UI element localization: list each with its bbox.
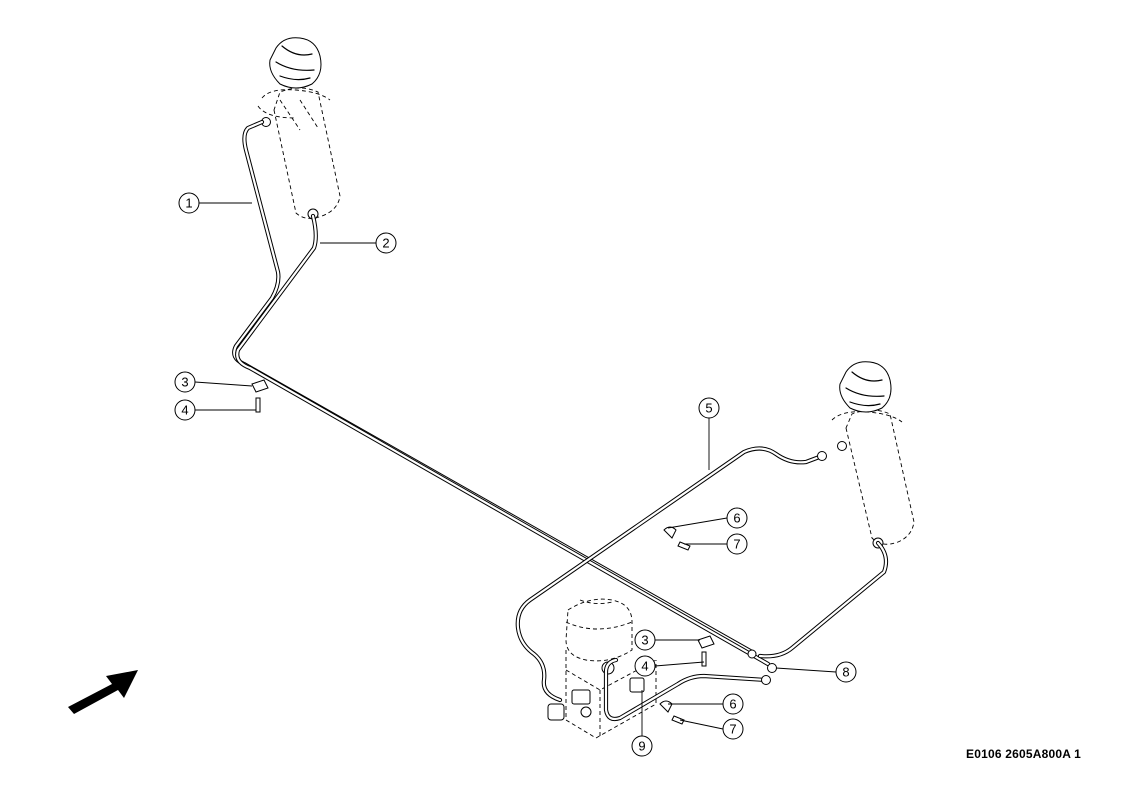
right-air-spring <box>831 361 915 549</box>
leader-lines <box>194 202 837 736</box>
callout-3-lower: 3 <box>634 629 656 651</box>
callout-2: 2 <box>375 232 397 254</box>
callout-label: 6 <box>733 511 740 526</box>
callout-label: 4 <box>641 659 648 674</box>
pipe-1 <box>232 119 755 655</box>
callout-label: 3 <box>641 633 648 648</box>
callout-6-upper: 6 <box>726 507 748 529</box>
forward-arrow-icon <box>68 670 138 714</box>
callout-1: 1 <box>178 192 200 214</box>
callout-label: 5 <box>705 401 712 416</box>
callout-label: 7 <box>729 722 736 737</box>
callout-3-upper: 3 <box>174 371 196 393</box>
fitting <box>817 451 827 461</box>
callout-6-lower: 6 <box>722 693 744 715</box>
pipe-2 <box>235 213 771 667</box>
upper-left-air-spring <box>257 37 341 220</box>
clip-upper <box>251 379 269 413</box>
callout-4-lower: 4 <box>634 655 656 677</box>
callout-label: 2 <box>382 236 389 251</box>
fitting <box>767 663 777 673</box>
callout-label: 7 <box>733 537 740 552</box>
callout-4-upper: 4 <box>174 399 196 421</box>
callout-8: 8 <box>835 661 857 683</box>
fitting <box>747 649 757 659</box>
callout-label: 8 <box>842 665 849 680</box>
callout-label: 4 <box>181 403 188 418</box>
pipe-8 <box>757 540 889 659</box>
callout-7-lower: 7 <box>722 718 744 740</box>
callout-label: 9 <box>638 739 645 754</box>
callout-label: 1 <box>185 196 192 211</box>
clip-lower <box>697 635 715 667</box>
pipe-9 <box>603 657 769 722</box>
fitting <box>761 675 771 685</box>
pipe-5 <box>515 446 825 703</box>
reference-code: E0106 2605A800A 1 <box>966 747 1082 761</box>
callout-7-upper: 7 <box>726 533 748 555</box>
clip-mid <box>663 526 691 551</box>
callout-5: 5 <box>698 397 720 419</box>
callout-label: 3 <box>181 375 188 390</box>
callout-label: 6 <box>729 697 736 712</box>
callout-9: 9 <box>631 735 653 757</box>
